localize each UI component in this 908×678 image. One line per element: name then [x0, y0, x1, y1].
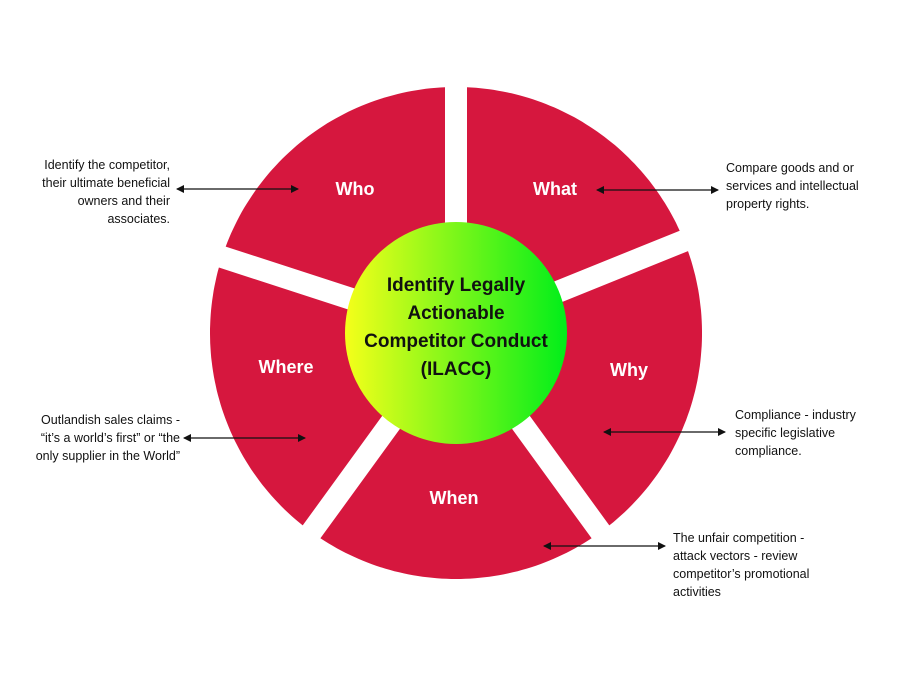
segment-label-why: Why — [610, 360, 648, 380]
segment-labels: Who What Why When Where — [258, 179, 648, 508]
connector-arrows — [176, 185, 726, 550]
segment-label-who: Who — [336, 179, 375, 199]
center-title: Identify Legally Actionable Competitor C… — [364, 275, 548, 380]
segment-when — [320, 339, 592, 579]
segment-label-when: When — [430, 488, 479, 508]
segment-label-what: What — [533, 179, 577, 199]
note-when: The unfair competition - attack vectors … — [673, 531, 810, 599]
segment-label-where: Where — [258, 357, 313, 377]
center-circle — [345, 222, 567, 444]
note-where: Outlandish sales claims - “it’s a world’… — [35, 413, 180, 463]
note-who: Identify the competitor, their ultimate … — [42, 158, 170, 226]
note-what: Compare goods and or services and intell… — [726, 161, 859, 211]
note-why: Compliance - industry specific legislati… — [735, 408, 856, 458]
